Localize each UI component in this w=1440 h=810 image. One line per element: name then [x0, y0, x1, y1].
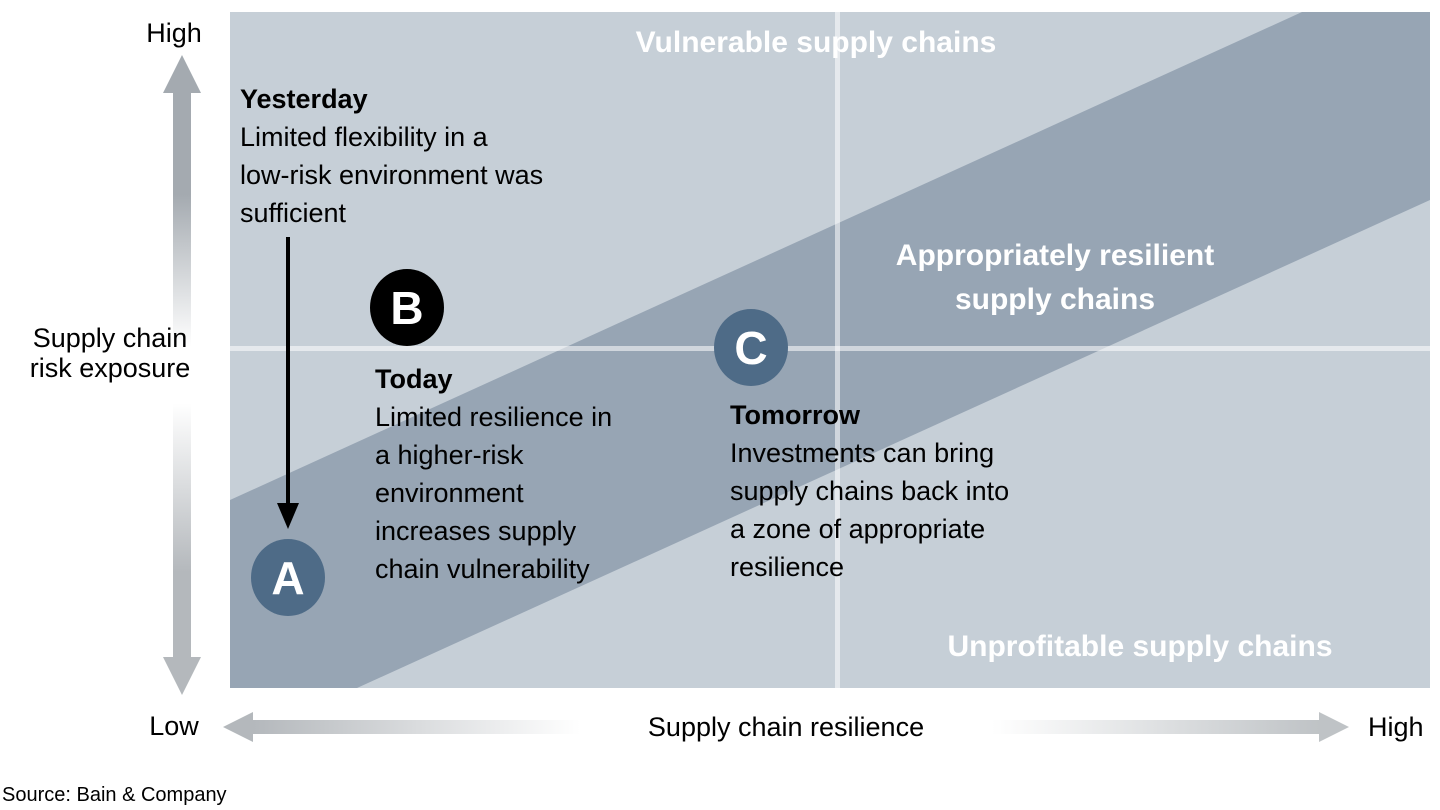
annotation-line: a zone of appropriate	[730, 514, 986, 544]
annotation-line: Limited flexibility in a	[240, 122, 488, 152]
annotation-line: supply chains back into	[730, 476, 1010, 506]
arrow-up-icon	[163, 55, 201, 93]
annotation-today-title: Today	[375, 364, 453, 394]
zone-label-appropriately-resilient: Appropriately resilient supply chains	[896, 234, 1214, 322]
y-axis-title-line: risk exposure	[29, 353, 191, 383]
arrow-right-icon	[1319, 712, 1350, 742]
marker-a: A	[251, 539, 325, 616]
annotation-today: Today Limited resilience in a higher-ris…	[375, 360, 612, 588]
annotation-line: Limited resilience in	[375, 402, 613, 432]
annotation-line: sufficient	[240, 198, 347, 228]
zone-label-vulnerable: Vulnerable supply chains	[635, 26, 997, 59]
down-arrow-head-icon	[277, 503, 299, 529]
marker-c: C	[714, 309, 788, 386]
y-axis-arrow-shaft	[173, 93, 191, 657]
zone-label-unprofitable: Unprofitable supply chains	[947, 630, 1333, 663]
y-axis-title-line: Supply chain	[32, 323, 188, 353]
annotation-line: environment	[375, 478, 524, 508]
annotation-line: increases supply	[375, 516, 577, 546]
marker-b: B	[370, 269, 444, 346]
x-axis-arrow-shaft-right	[934, 720, 1320, 734]
x-axis-arrow-shaft-left	[253, 720, 638, 734]
quadrant-divider-horizontal	[230, 346, 1430, 351]
zone-label-line: Appropriately resilient	[895, 239, 1215, 272]
x-axis-title: Supply chain resilience	[647, 711, 925, 742]
y-axis-arrow	[163, 55, 201, 695]
y-axis-high-label: High	[146, 18, 202, 48]
x-axis-arrow: Supply chain resilience	[223, 711, 1350, 743]
zone-label-line: supply chains	[954, 283, 1156, 316]
y-axis-title: Supply chain risk exposure	[10, 323, 210, 383]
annotation-line: Investments can bring	[730, 438, 995, 468]
plot-area: Vulnerable supply chains Appropriately r…	[230, 12, 1430, 688]
y-axis-low-label: Low	[149, 711, 199, 741]
arrow-left-icon	[223, 712, 253, 742]
annotation-yesterday-title: Yesterday	[240, 84, 368, 114]
annotation-line: a higher-risk	[375, 440, 524, 470]
x-axis-high-label: High	[1368, 712, 1424, 742]
annotation-tomorrow: Tomorrow Investments can bring supply ch…	[730, 396, 1009, 586]
annotation-line: resilience	[730, 552, 845, 582]
arrow-down-icon	[163, 657, 201, 695]
annotation-tomorrow-title: Tomorrow	[730, 400, 860, 430]
annotation-line: chain vulnerability	[375, 554, 590, 584]
annotation-line: low-risk environment was	[240, 160, 544, 190]
source-credit: Source: Bain & Company	[2, 784, 227, 806]
annotation-yesterday: Yesterday Limited flexibility in a low-r…	[240, 80, 543, 232]
down-arrow-shaft	[286, 237, 290, 505]
